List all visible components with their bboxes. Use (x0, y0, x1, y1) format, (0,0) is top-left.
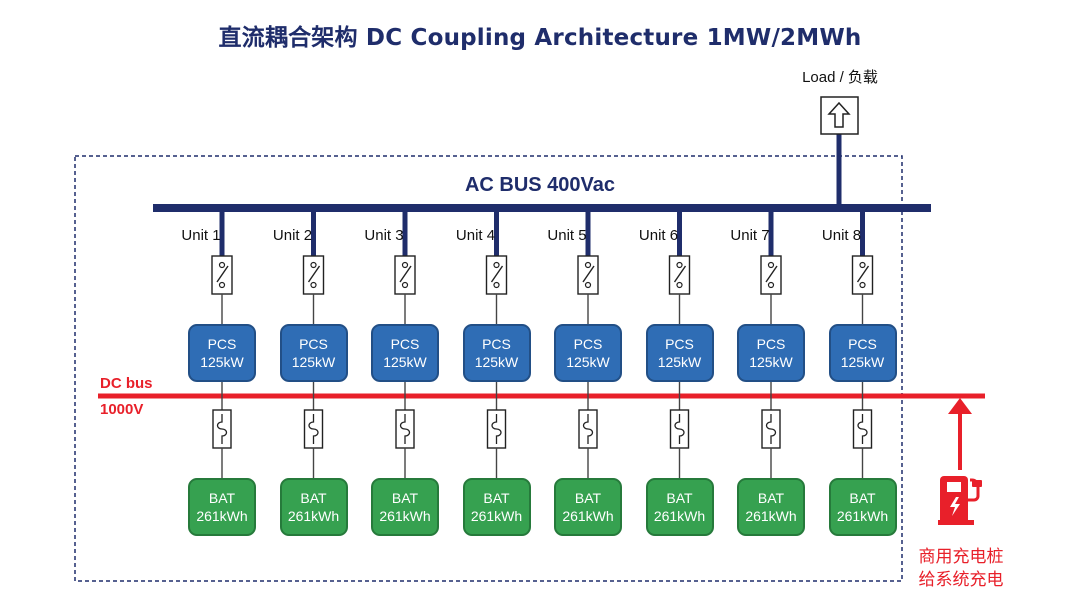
load-arrow-icon (827, 101, 851, 128)
battery-block-4: BAT 261kWh (462, 478, 531, 536)
pcs-block-6: PCS 125kW (645, 324, 714, 382)
battery-block-1: BAT 261kWh (188, 478, 256, 536)
fuse-icon (303, 409, 324, 449)
load-label: Load / 负载 (802, 69, 878, 86)
ev-charger-icon (938, 476, 982, 525)
fuse-icon (852, 409, 873, 449)
fuse-icon (761, 409, 781, 449)
pcs-block-3: PCS 125kW (371, 324, 439, 382)
bat-name: BAT (300, 490, 327, 506)
pcs-name: PCS (665, 336, 694, 352)
pcs-block-4: PCS 125kW (462, 324, 531, 382)
pcs-rating: 125kW (566, 354, 610, 370)
pcs-rating: 125kW (383, 354, 427, 370)
bat-name: BAT (666, 490, 693, 506)
pcs-rating: 125kW (749, 354, 793, 370)
fuse-icon (486, 409, 507, 449)
pcs-block-8: PCS 125kW (828, 324, 897, 382)
bat-name: BAT (391, 490, 419, 506)
pcs-name: PCS (756, 336, 786, 352)
breaker-icon (211, 255, 233, 295)
unit-label-6: Unit 6 (638, 227, 679, 244)
pcs-block-1: PCS 125kW (188, 324, 256, 382)
pcs-rating: 125kW (291, 354, 336, 370)
breaker-icon (851, 255, 874, 295)
unit-label-4: Unit 4 (455, 227, 496, 244)
battery-block-6: BAT 261kWh (645, 478, 714, 536)
bat-capacity: 261kWh (562, 508, 614, 524)
bat-capacity: 261kWh (196, 508, 248, 524)
breaker-icon (760, 255, 782, 295)
pcs-name: PCS (207, 336, 237, 352)
unit-label-2: Unit 2 (272, 227, 313, 244)
pcs-rating: 125kW (840, 354, 885, 370)
charger-caption-line2: 给系统充电 (918, 570, 1004, 590)
pcs-rating: 125kW (200, 354, 244, 370)
battery-block-2: BAT 261kWh (279, 478, 348, 536)
pcs-block-7: PCS 125kW (737, 324, 805, 382)
pcs-block-2: PCS 125kW (279, 324, 348, 382)
battery-block-8: BAT 261kWh (828, 478, 897, 536)
bat-name: BAT (208, 490, 236, 506)
battery-block-7: BAT 261kWh (737, 478, 805, 536)
bat-capacity: 261kWh (287, 508, 340, 524)
battery-block-5: BAT 261kWh (554, 478, 622, 536)
pcs-block-5: PCS 125kW (554, 324, 622, 382)
breaker-icon (668, 255, 691, 295)
unit-label-1: Unit 1 (181, 227, 221, 244)
charger-caption-line1: 商用充电桩 (918, 547, 1004, 567)
bat-name: BAT (574, 490, 602, 506)
pcs-name: PCS (299, 336, 328, 352)
unit-label-5: Unit 5 (547, 227, 587, 244)
pcs-name: PCS (848, 336, 877, 352)
bat-capacity: 261kWh (653, 508, 706, 524)
ac-bus-label: AC BUS 400Vac (464, 174, 616, 196)
fuse-icon (669, 409, 690, 449)
bat-capacity: 261kWh (745, 508, 797, 524)
breaker-icon (302, 255, 325, 295)
bat-name: BAT (483, 490, 510, 506)
unit-label-3: Unit 3 (364, 227, 404, 244)
fuse-icon (212, 409, 232, 449)
system-boundary (74, 155, 903, 582)
fuse-icon (395, 409, 415, 449)
charger-arrow-head (948, 398, 972, 414)
pcs-rating: 125kW (474, 354, 519, 370)
charger-caption: 商用充电桩 给系统充电 (905, 546, 1017, 592)
page-title: 直流耦合架构 DC Coupling Architecture 1MW/2MWh (218, 25, 862, 51)
breaker-icon (577, 255, 599, 295)
pcs-name: PCS (573, 336, 603, 352)
bat-name: BAT (757, 490, 785, 506)
bat-capacity: 261kWh (470, 508, 523, 524)
bat-capacity: 261kWh (379, 508, 431, 524)
breaker-icon (485, 255, 508, 295)
dc-bus-label: DC bus (100, 375, 153, 392)
battery-block-3: BAT 261kWh (371, 478, 439, 536)
bat-capacity: 261kWh (836, 508, 889, 524)
breaker-icon (394, 255, 416, 295)
dc-bus-voltage: 1000V (100, 401, 144, 418)
unit-label-7: Unit 7 (730, 227, 770, 244)
pcs-name: PCS (390, 336, 420, 352)
pcs-rating: 125kW (657, 354, 702, 370)
pcs-name: PCS (482, 336, 511, 352)
unit-label-8: Unit 8 (821, 227, 862, 244)
bat-name: BAT (849, 490, 876, 506)
fuse-icon (578, 409, 598, 449)
